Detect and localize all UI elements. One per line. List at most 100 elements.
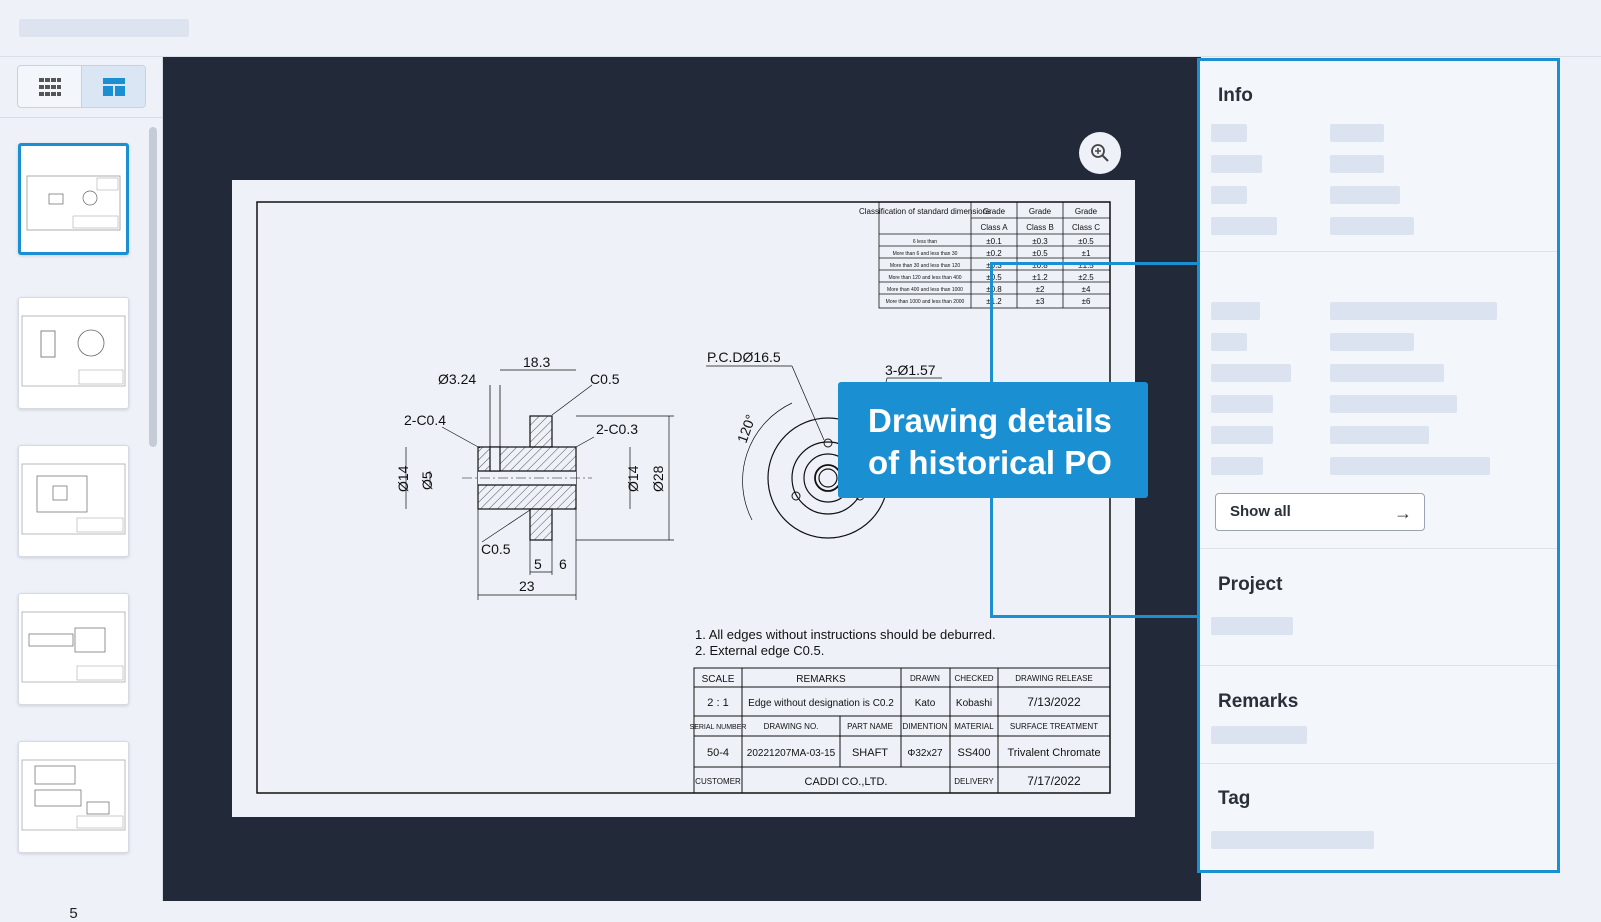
field-label-placeholder (1211, 364, 1291, 382)
details-panel: Info Show all → Project Remarks Tag (1197, 58, 1560, 873)
sidebar-divider (0, 117, 162, 118)
tag-heading: Tag (1218, 788, 1251, 809)
thumbnail-drawing (21, 611, 126, 683)
drawing-sheet: Classification of standard dimensions Gr… (232, 180, 1135, 817)
svg-text:SCALE: SCALE (702, 674, 735, 685)
thumbnail-drawing (21, 759, 126, 831)
top-bar (0, 0, 1601, 57)
tol-header-3: Grade (1075, 207, 1098, 216)
svg-text:±6: ±6 (1082, 297, 1091, 306)
shaft-side-view (462, 385, 592, 541)
svg-text:±0.3: ±0.3 (1032, 237, 1048, 246)
thumbnail-drawing (21, 463, 126, 535)
view-toggle (17, 65, 146, 108)
side-view-labels: 18.3 Ø3.24 C0.5 2-C0.4 2-C0.3 C0.5 5 6 2… (395, 354, 666, 594)
svg-text:DRAWING NO.: DRAWING NO. (764, 722, 819, 731)
dim-5: 5 (534, 556, 542, 572)
note-2: 2. External edge C0.5. (695, 643, 824, 658)
sidebar-scrollbar[interactable] (149, 127, 157, 447)
dim-3-holes: 3-Ø1.57 (885, 362, 936, 378)
field-label-placeholder (1211, 124, 1247, 142)
svg-text:PART NAME: PART NAME (847, 722, 893, 731)
svg-text:More than 6 and less than 30: More than 6 and less than 30 (893, 251, 958, 257)
svg-text:±1: ±1 (1082, 249, 1091, 258)
svg-text:More than 120 and less than 40: More than 120 and less than 400 (888, 275, 961, 281)
page-thumbnail-4[interactable] (18, 593, 129, 705)
svg-text:±0.2: ±0.2 (986, 249, 1002, 258)
svg-text:±0.5: ±0.5 (1032, 249, 1048, 258)
svg-text:6 less than: 6 less than (913, 239, 937, 245)
svg-text:±3: ±3 (1036, 297, 1045, 306)
dim-dia-28: Ø28 (650, 465, 666, 492)
note-1: 1. All edges without instructions should… (695, 627, 996, 642)
grid-view-button[interactable] (18, 66, 82, 107)
show-all-button[interactable]: Show all → (1215, 493, 1425, 531)
title-placeholder (19, 19, 189, 37)
callout-banner: Drawing details of historical PO (838, 382, 1148, 498)
svg-text:2 : 1: 2 : 1 (707, 697, 728, 709)
page-thumbnail-1[interactable] (18, 143, 129, 255)
svg-text:±0.5: ±0.5 (986, 273, 1002, 282)
page-thumbnail-2[interactable] (18, 297, 129, 409)
svg-text:±0.8: ±0.8 (1032, 261, 1048, 270)
svg-text:DIMENTION: DIMENTION (903, 722, 948, 731)
dim-dia-5: Ø5 (419, 471, 435, 490)
title-block (693, 667, 1111, 794)
svg-text:Edge without designation is C0: Edge without designation is C0.2 (748, 698, 894, 709)
dim-dia-3-24: Ø3.24 (438, 371, 476, 387)
detail-view-icon (103, 77, 125, 96)
tolerance-table (878, 201, 1111, 309)
svg-text:SS400: SS400 (957, 747, 990, 759)
tol-sub-3: Class C (1072, 223, 1100, 232)
zoom-button[interactable] (1079, 132, 1121, 174)
field-label-placeholder (1211, 395, 1273, 413)
svg-text:7/17/2022: 7/17/2022 (1027, 774, 1081, 788)
field-value-placeholder (1330, 395, 1457, 413)
thumbnail-drawing (26, 175, 121, 231)
engineering-drawing: Classification of standard dimensions Gr… (256, 201, 1111, 794)
page-thumbnail-5[interactable] (18, 741, 129, 853)
panel-divider (1200, 665, 1557, 666)
tag-placeholder (1211, 831, 1374, 849)
svg-text:REMARKS: REMARKS (796, 674, 846, 685)
svg-text:MATERIAL: MATERIAL (954, 722, 994, 731)
panel-divider (1200, 251, 1557, 252)
field-value-placeholder (1330, 302, 1497, 320)
field-value-placeholder (1330, 426, 1429, 444)
detail-view-button[interactable] (82, 66, 145, 107)
page-thumbnail-3[interactable] (18, 445, 129, 557)
svg-text:±1.2: ±1.2 (986, 297, 1002, 306)
field-value-placeholder (1330, 333, 1414, 351)
svg-text:±1.2: ±1.2 (1032, 273, 1048, 282)
svg-text:±0.5: ±0.5 (1078, 237, 1094, 246)
field-label-placeholder (1211, 302, 1260, 320)
svg-text:±2: ±2 (1036, 285, 1045, 294)
remarks-heading: Remarks (1218, 691, 1299, 712)
svg-text:±0.3: ±0.3 (986, 261, 1002, 270)
panel-divider (1200, 763, 1557, 764)
svg-text:More than 30 and less than 120: More than 30 and less than 120 (890, 263, 961, 269)
field-value-placeholder (1330, 124, 1384, 142)
dim-angle: 120° (734, 412, 759, 445)
project-placeholder (1211, 617, 1293, 635)
dim-18-3: 18.3 (523, 354, 550, 370)
svg-text:DRAWN: DRAWN (910, 674, 940, 683)
tol-header-0: Classification of standard dimensions (859, 207, 991, 216)
callout-connector (990, 262, 1197, 265)
dim-2-c0-4: 2-C0.4 (404, 412, 446, 428)
dim-6: 6 (559, 556, 567, 572)
dim-c0-5-top: C0.5 (590, 371, 620, 387)
dim-dia-14-left: Ø14 (395, 465, 411, 492)
svg-text:SHAFT: SHAFT (852, 747, 888, 759)
svg-text:Kato: Kato (915, 698, 936, 709)
svg-text:±1.5: ±1.5 (1078, 261, 1094, 270)
field-value-placeholder (1330, 155, 1384, 173)
side-view-dimensions (405, 369, 674, 600)
field-value-placeholder (1330, 457, 1490, 475)
dim-c0-5-bottom: C0.5 (481, 541, 511, 557)
svg-text:50-4: 50-4 (707, 747, 729, 759)
svg-text:±2.5: ±2.5 (1078, 273, 1094, 282)
tol-sub-2: Class B (1026, 223, 1054, 232)
page-sidebar: 1 2 3 4 (0, 57, 163, 922)
tol-header-1: Grade (983, 207, 1006, 216)
